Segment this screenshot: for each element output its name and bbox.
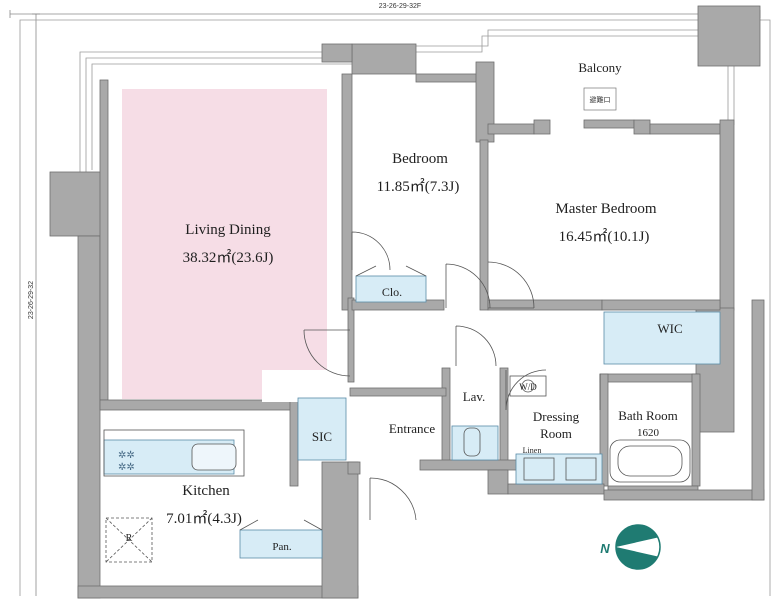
compass	[615, 524, 661, 570]
dimension-label-top: 23-26-29-32F	[379, 3, 421, 10]
dressing-label-1: Dressing	[533, 409, 580, 424]
balcony-label: Balcony	[578, 60, 622, 75]
living-dining-area-label: 38.32㎡(23.6J)	[183, 249, 274, 266]
compass-north-label: N	[600, 541, 610, 556]
pantry-label: Pan.	[272, 541, 292, 553]
linen-label: Linen	[523, 446, 542, 455]
hatch-box	[583, 87, 617, 111]
kitchen-fixtures	[103, 429, 245, 563]
bedroom-label: Bedroom	[392, 151, 448, 167]
kitchen-label: Kitchen	[182, 483, 230, 499]
kitchen-area-label: 7.01㎡(4.3J)	[166, 510, 242, 527]
closet-label: Clo.	[382, 285, 402, 299]
bath-fixtures	[463, 375, 691, 483]
stove-icon-2: ✲✲	[118, 462, 135, 473]
hatch-label: 避難口	[590, 95, 611, 104]
bath-room-label: Bath Room	[618, 408, 678, 423]
living-dining-label: Living Dining	[185, 222, 271, 238]
fridge-label: R	[126, 533, 133, 544]
living-dining-area	[122, 89, 327, 399]
entrance-label: Entrance	[389, 421, 435, 436]
bedroom-area-label: 11.85㎡(7.3J)	[377, 178, 460, 195]
dressing-label-2: Room	[540, 426, 572, 441]
living-dining-notch	[262, 370, 332, 402]
wic-label: WIC	[657, 321, 682, 336]
lav-label: Lav.	[463, 389, 486, 404]
door-swings	[239, 231, 601, 531]
dimension-label-left: 23-26-29-32	[28, 281, 35, 319]
stove-icon: ✲✲	[118, 450, 135, 461]
bath-size-label: 1620	[637, 427, 660, 439]
walls	[49, 5, 765, 599]
wd-label: W/D	[519, 382, 537, 392]
sic-label: SIC	[312, 429, 332, 444]
master-bedroom-area-label: 16.45㎡(10.1J)	[559, 228, 650, 245]
master-bedroom-label: Master Bedroom	[555, 201, 657, 217]
